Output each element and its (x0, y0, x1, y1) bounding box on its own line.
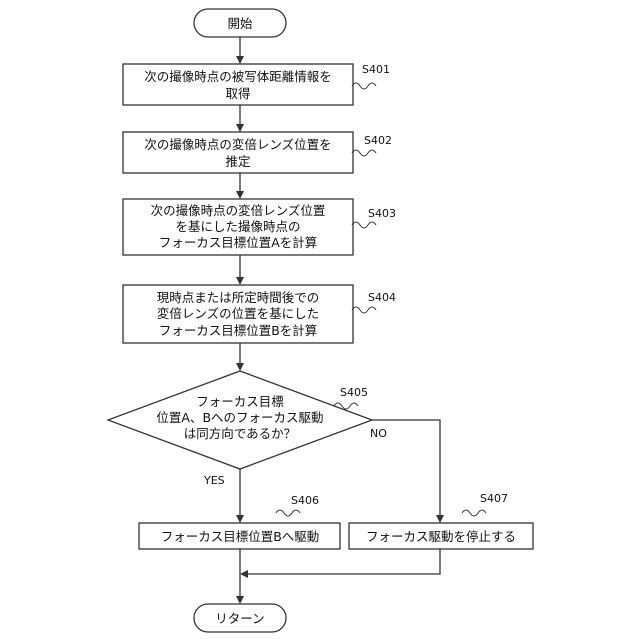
step-s407-box: フォーカス駆動を停止する (349, 523, 533, 549)
step-s402-id: S402 (364, 134, 392, 147)
step-s404-box: 現時点または所定時間後での 変倍レンズの位置を基にした フォーカス目標位置Bを計… (123, 285, 353, 343)
step-s401-box: 次の撮像時点の被写体距離情報を 取得 (123, 64, 353, 105)
leader-squiggle (352, 150, 376, 156)
step-s407-text: フォーカス駆動を停止する (366, 529, 516, 544)
leader-squiggle (352, 307, 376, 313)
step-s403-box: 次の撮像時点の変倍レンズ位置 を基にした撮像時点の フォーカス目標位置Aを計算 (123, 199, 353, 255)
step-s401-line-1: 次の撮像時点の被写体距離情報を (144, 69, 332, 84)
leader-squiggle (352, 83, 376, 89)
decision-s405-diamond: フォーカス目標 位置A、Bへのフォーカス駆動 は同方向であるか？ (108, 371, 372, 469)
decision-s405-id: S405 (340, 386, 368, 399)
step-s403-line-2: を基にした撮像時点の (175, 219, 300, 234)
step-s404-line-1: 現時点または所定時間後での (157, 290, 320, 305)
leader-squiggle (462, 510, 486, 516)
decision-s405-line-1: フォーカス目標 (196, 394, 284, 409)
step-s404-line-3: フォーカス目標位置Bを計算 (159, 323, 318, 338)
step-s406-text: フォーカス目標位置Bへ駆動 (161, 529, 320, 544)
step-s402-line-2: 推定 (225, 154, 250, 169)
step-s406-box: フォーカス目標位置Bへ駆動 (139, 523, 340, 549)
step-s403-line-1: 次の撮像時点の変倍レンズ位置 (151, 203, 326, 218)
step-s403-id: S403 (368, 207, 396, 220)
step-s406-id: S406 (291, 494, 319, 507)
decision-s405-line-2: 位置A、Bへのフォーカス駆動 (156, 410, 323, 425)
step-s401-id: S401 (362, 63, 390, 76)
step-s403-line-3: フォーカス目標位置Aを計算 (159, 235, 318, 250)
step-s402-line-1: 次の撮像時点の変倍レンズ位置を (144, 137, 331, 152)
end-terminal: リターン (194, 604, 286, 632)
step-s402-box: 次の撮像時点の変倍レンズ位置を 推定 (123, 132, 353, 173)
step-s401-line-2: 取得 (225, 86, 250, 101)
leader-squiggle (352, 222, 376, 228)
decision-s405-line-3: は同方向であるか？ (184, 426, 296, 441)
arrow-head (236, 56, 244, 64)
leader-squiggle (276, 510, 300, 516)
start-label: 開始 (227, 16, 253, 31)
step-s404-line-2: 変倍レンズの位置を基にした (157, 306, 319, 321)
step-s407-id: S407 (480, 492, 508, 505)
start-terminal: 開始 (194, 9, 286, 37)
yes-label: YES (203, 474, 225, 487)
no-label: NO (370, 427, 387, 440)
end-label: リターン (215, 611, 264, 626)
step-s404-id: S404 (368, 291, 396, 304)
